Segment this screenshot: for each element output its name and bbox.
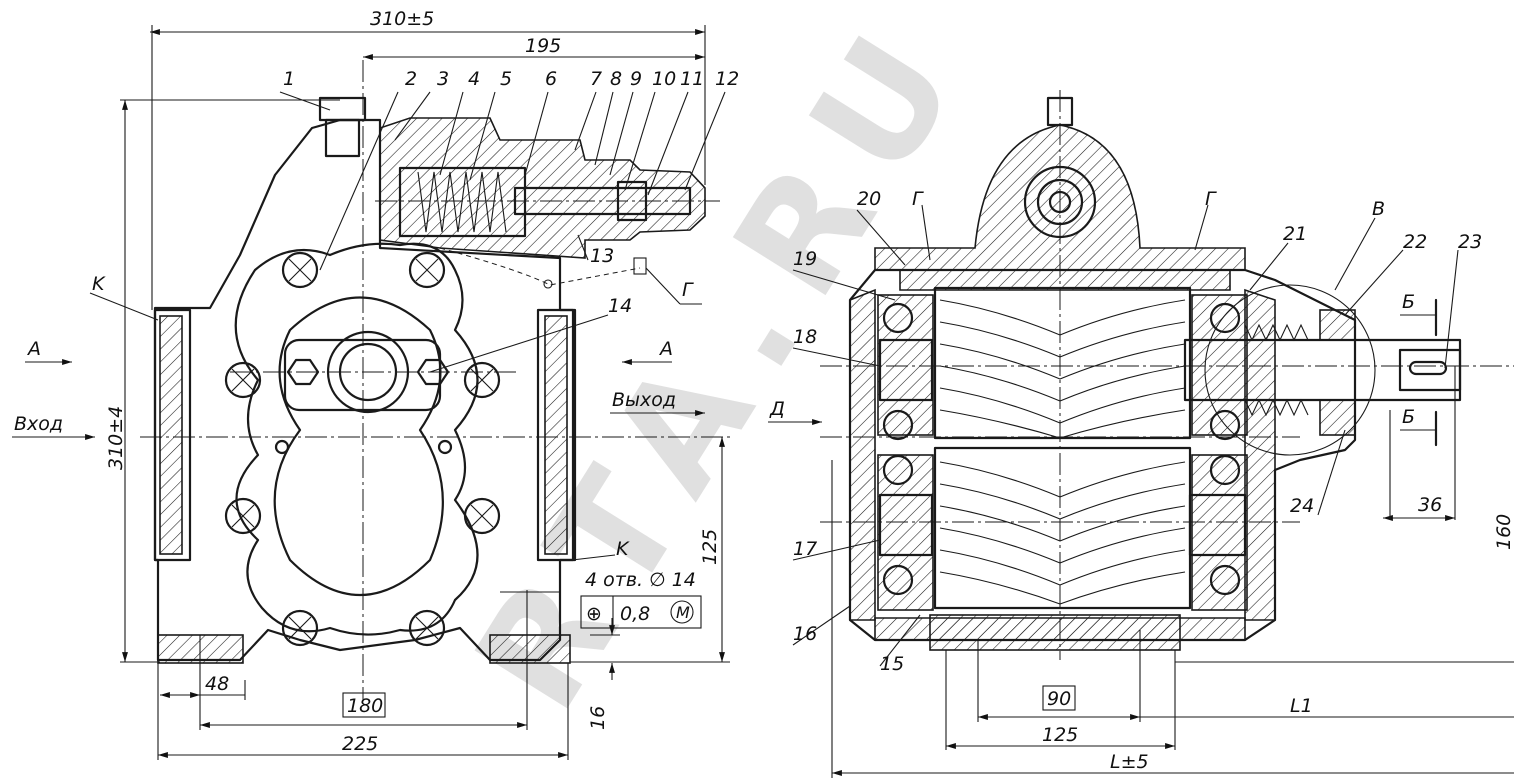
dim-bolt-spacing-box <box>342 692 386 718</box>
bolt <box>463 361 501 399</box>
rotor-upper <box>933 286 1192 440</box>
outlet-flange-face <box>544 315 568 555</box>
drive-shaft <box>1183 309 1462 436</box>
bolt <box>281 609 319 647</box>
relief-valve <box>318 96 706 259</box>
callout-5: 5 <box>500 68 512 90</box>
callout-20: 20 <box>857 188 881 210</box>
section-b-top: Б <box>1402 291 1415 313</box>
detail-circle-v <box>1204 284 1376 456</box>
callout-8: 8 <box>610 68 622 90</box>
callout-12: 12 <box>715 68 739 90</box>
tolerance-symbol: ⊕ <box>586 603 602 625</box>
dim-pitch: 90 <box>1047 688 1071 710</box>
dowel-hole-right <box>437 439 453 455</box>
dim-bolt-spacing: 180 <box>347 695 383 717</box>
dim-edge-offset: 48 <box>205 673 229 695</box>
callout-16: 16 <box>793 623 817 645</box>
callout-21: 21 <box>1283 223 1307 245</box>
dim-base-width: 225 <box>342 733 378 755</box>
callout-2: 2 <box>405 68 417 90</box>
flow-outlet: Выход <box>612 389 676 411</box>
callout-3: 3 <box>437 68 449 90</box>
bolt <box>224 361 262 399</box>
callout-4: 4 <box>468 68 480 90</box>
left-callouts: 1 2 3 4 5 6 7 8 9 10 11 12 13 1 <box>12 68 739 629</box>
holes-note: 4 отв. ∅ 14 <box>585 569 696 591</box>
flow-inlet: Вход <box>14 413 63 435</box>
rotor-lower <box>933 446 1192 610</box>
callout-10: 10 <box>652 68 676 90</box>
dim-length: L±5 <box>1110 751 1149 773</box>
left-dimensions: 310±5 195 310±4 125 16 180 225 <box>105 8 730 760</box>
section-b-bottom: Б <box>1402 406 1415 428</box>
dowel-hole-left <box>274 439 290 455</box>
drain-plug-body <box>324 118 361 158</box>
dim-l1: L1 <box>1290 695 1313 717</box>
callout-23: 23 <box>1458 231 1482 253</box>
bearings <box>877 294 1248 611</box>
valve-spring <box>417 171 507 233</box>
letter-k-top: K <box>92 273 106 295</box>
bolt <box>281 251 319 289</box>
section-a-right: А <box>658 338 673 360</box>
letter-k-bottom: K <box>616 538 630 560</box>
callout-9: 9 <box>630 68 642 90</box>
right-view: 90 125 L±5 L1 36 160 15 16 17 <box>768 90 1514 778</box>
callout-19: 19 <box>793 248 817 270</box>
inlet-flange-face <box>159 315 183 555</box>
letter-d: Д <box>769 398 785 420</box>
inlet-flange <box>153 308 192 562</box>
dim-right-offset: 195 <box>525 35 561 57</box>
bolt <box>408 609 446 647</box>
tolerance-modifier: M <box>676 603 690 622</box>
seal-spring <box>1244 323 1309 417</box>
callout-15: 15 <box>880 653 904 675</box>
letter-g-right-1: Г <box>912 188 924 210</box>
outlet-flange <box>536 308 575 562</box>
left-wall <box>849 288 876 621</box>
rotor-chamber <box>273 296 444 597</box>
callout-18: 18 <box>793 326 817 348</box>
letter-v: В <box>1372 198 1385 220</box>
dim-base-thickness: 16 <box>587 706 609 730</box>
right-callouts: 15 16 17 18 19 20 21 22 23 24 Г Г В <box>768 188 1482 675</box>
bolt <box>408 251 446 289</box>
dim-height-160: 160 <box>1493 514 1514 550</box>
letter-g-right-2: Г <box>1205 188 1217 210</box>
left-view: 310±5 195 310±4 125 16 180 225 <box>12 8 739 760</box>
dim-shaft-36: 36 <box>1418 494 1442 516</box>
section-a-left: А <box>26 338 41 360</box>
bolt <box>463 497 501 535</box>
callout-24: 24 <box>1290 495 1314 517</box>
callout-11: 11 <box>680 68 704 90</box>
bolt <box>224 497 262 535</box>
right-dimensions: 90 125 L±5 L1 36 160 <box>831 366 1514 778</box>
dim-width-125: 125 <box>1042 724 1078 746</box>
dim-overall-width: 310±5 <box>370 8 434 30</box>
callout-13: 13 <box>590 245 614 267</box>
base-foot-right <box>489 634 571 664</box>
tolerance-frame: ⊕ 0,8 M <box>580 595 702 629</box>
dim-pitch-box <box>1042 685 1076 711</box>
tolerance-value: 0,8 <box>620 603 650 625</box>
callout-1: 1 <box>283 68 295 90</box>
pump-body-outline <box>153 118 577 662</box>
dim-axis-height: 125 <box>699 529 721 565</box>
callout-22: 22 <box>1403 231 1427 253</box>
callout-7: 7 <box>590 68 602 90</box>
bolt-pattern <box>224 251 501 647</box>
letter-g-left: Г <box>682 279 694 301</box>
cover-plate <box>234 242 479 636</box>
callout-6: 6 <box>545 68 557 90</box>
callout-14: 14 <box>608 295 632 317</box>
valve-bore <box>398 166 527 238</box>
callout-17: 17 <box>793 538 817 560</box>
dim-overall-height: 310±4 <box>105 406 127 470</box>
base-slab <box>929 614 1181 651</box>
